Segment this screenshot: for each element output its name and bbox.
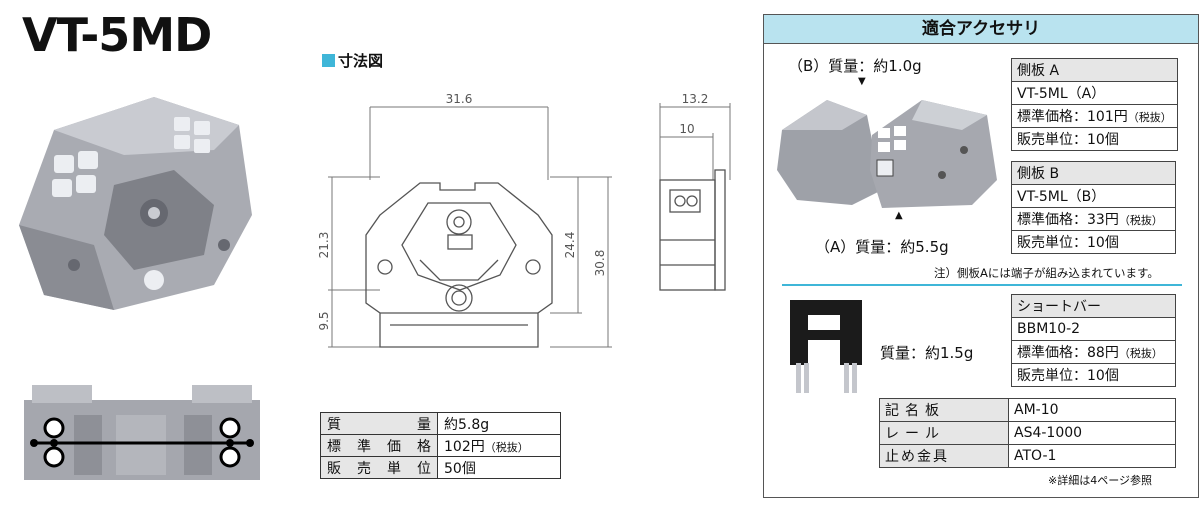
table-row: レール AS4-1000 [879,421,1176,445]
side-plate-a-unit: 販売単位：10個 [1011,127,1178,151]
dimension-heading: 寸法図 [322,50,383,71]
side-b-weight: （B）質量：約1.0g [788,57,922,75]
short-bar-photo [790,300,862,393]
table-row: 質量 約5.8g [320,412,561,435]
side-plates-photo [777,100,997,208]
table-row: 販売単位 50個 [320,456,561,479]
weight-value: 約5.8g [437,412,561,435]
unit-value: 50個 [437,456,561,479]
side-plate-b-model: VT-5ML（B） [1011,184,1176,208]
short-bar-unit: 販売単位：10個 [1011,363,1176,387]
table-row: 記名板 AM-10 [879,398,1176,422]
other-accessories-table: 記名板 AM-10 レール AS4-1000 止め金具 ATO-1 [879,398,1176,468]
side-plate-a-table: 側板 A VT-5ML（A） 標準価格：101円（税抜） 販売単位：10個 [1011,58,1178,151]
square-bullet-icon [322,54,335,67]
dim-height-total: 30.8 [593,250,607,277]
front-view-drawing: 31.6 21.3 9.5 24.4 30.8 [317,92,612,348]
spec-table: 質量 約5.8g 標準価格 102円（税抜） 販売単位 50個 [320,412,561,479]
table-row: 標準価格 102円（税抜） [320,434,561,457]
dim-height-lower: 9.5 [317,311,331,330]
short-bar-table: ショートバー BBM10-2 標準価格：88円（税抜） 販売単位：10個 [1011,294,1176,387]
side-plate-b-table: 側板 B VT-5ML（B） 標準価格：33円（税抜） 販売単位：10個 [1011,161,1176,254]
footer-reference: ※詳細は4ページ参照 [1048,474,1152,487]
short-bar-weight: 質量：約1.5g [880,344,974,362]
product-photo [19,97,252,310]
side-plate-b-name: 側板 B [1011,161,1176,185]
short-bar-name: ショートバー [1011,294,1176,318]
product-title: VT-5MD [22,8,212,62]
side-plate-note: 注）側板Aには端子が組み込まれています。 [934,266,1159,280]
accessories-panel: 適合アクセサリ [763,14,1199,498]
arrow-up-icon: ▲ [895,210,903,221]
accessories-heading: 適合アクセサリ [764,15,1198,44]
dim-side-inner: 10 [679,122,694,136]
dim-height-upper: 21.3 [317,232,331,259]
short-bar-model: BBM10-2 [1011,317,1176,341]
side-plate-a-model: VT-5ML（A） [1011,81,1178,105]
side-a-weight: （A）質量：約5.5g [815,238,949,256]
arrow-down-icon: ▼ [858,76,866,87]
price-value: 102円（税抜） [437,434,561,457]
dim-side-outer: 13.2 [682,92,709,106]
side-view-drawing: 13.2 10 [659,92,731,291]
table-row: 止め金具 ATO-1 [879,444,1176,468]
side-plate-a-name: 側板 A [1011,58,1178,82]
dim-width-top: 31.6 [446,92,473,106]
side-plate-b-unit: 販売単位：10個 [1011,230,1176,254]
section-divider [782,284,1182,286]
dim-height-inner: 24.4 [563,232,577,259]
terminal-top-view [24,385,260,480]
